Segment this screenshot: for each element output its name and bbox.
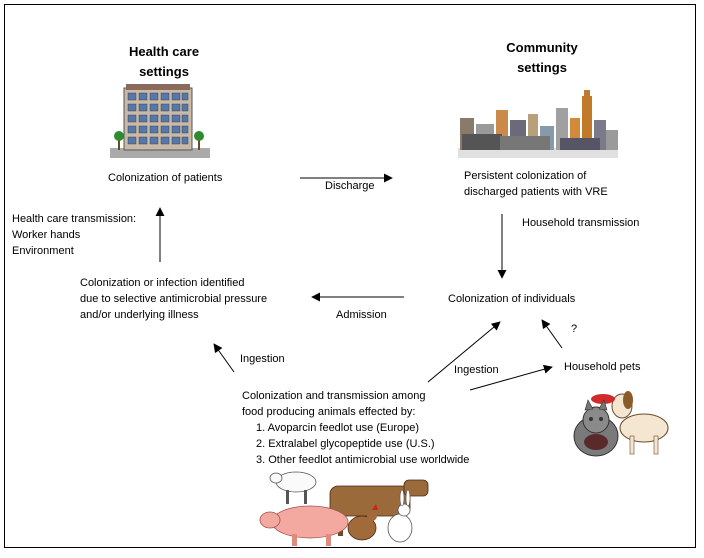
household-pets-label: Household pets xyxy=(564,361,641,373)
city-skyline-icon xyxy=(458,90,618,158)
pets-to-individuals-arrow xyxy=(541,319,563,349)
persistent-colonization-line1: Persistent colonization of xyxy=(464,170,587,182)
infection-identified-line1: Colonization or infection identified xyxy=(80,277,245,289)
food-list-item-1: 1. Avoparcin feedlot use (Europe) xyxy=(256,422,420,434)
household-transmission-label: Household transmission xyxy=(522,217,640,229)
infection-identified-line3: and/or underlying illness xyxy=(80,309,199,321)
food-animals-line2: food producing animals effected by: xyxy=(242,406,416,418)
farm-animals-icon xyxy=(259,471,429,546)
admission-label: Admission xyxy=(336,309,387,321)
colonization-of-patients: Colonization of patients xyxy=(108,172,223,184)
ingestion-left-label: Ingestion xyxy=(240,353,285,365)
ingestion-to-pets-arrow xyxy=(469,364,553,391)
food-animals-line1: Colonization and transmission among xyxy=(242,390,426,402)
discharge-label: Discharge xyxy=(325,180,375,192)
community-heading: Community settings xyxy=(506,40,578,75)
infection-identified-line2: due to selective antimicrobial pressure xyxy=(80,293,268,305)
unknown-route-label: ? xyxy=(571,323,578,335)
diagram-frame xyxy=(4,4,696,548)
food-list-item-3: 3. Other feedlot antimicrobial use world… xyxy=(256,454,470,466)
household-pets-icon xyxy=(573,391,669,457)
ingestion-to-individuals-arrow xyxy=(427,321,501,383)
health-care-transmission-line2: Worker hands xyxy=(12,229,81,241)
hospital-building-icon xyxy=(110,84,210,158)
health-care-transmission-line3: Environment xyxy=(12,245,74,257)
flow-arrows xyxy=(155,173,563,391)
health-care-transmission-line1: Health care transmission: xyxy=(12,213,137,225)
ingestion-left-arrow xyxy=(213,343,235,373)
persistent-colonization-line2: discharged patients with VRE xyxy=(464,186,608,198)
health-care-heading: Health care settings xyxy=(128,44,200,79)
ingestion-right-label: Ingestion xyxy=(454,364,499,376)
food-list-item-2: 2. Extralabel glycopeptide use (U.S.) xyxy=(256,438,435,450)
colonization-of-individuals: Colonization of individuals xyxy=(448,293,576,305)
